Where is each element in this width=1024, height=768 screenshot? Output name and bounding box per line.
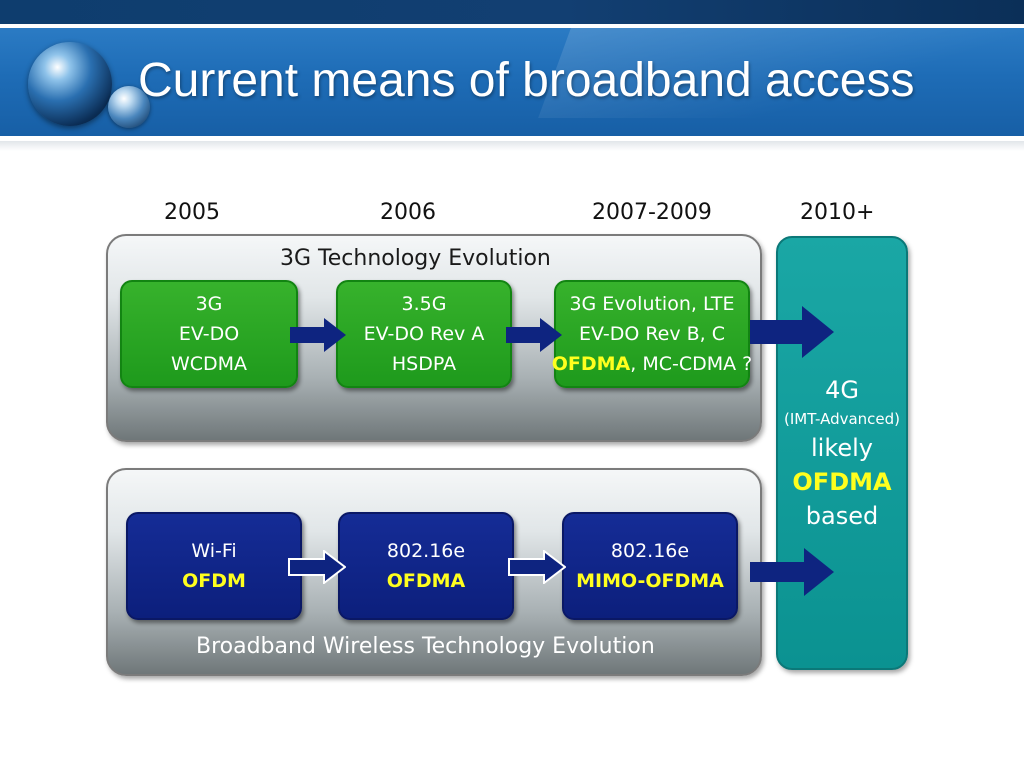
box-lte-line-ofdma: OFDMA, MC-CDMA ?: [552, 349, 753, 379]
box-lte-line: EV-DO Rev B, C: [578, 323, 726, 345]
year-label-2005: 2005: [164, 200, 220, 225]
box-802-16e-line: 802.16e: [610, 540, 690, 562]
box-802-16e-line: 802.16e: [386, 540, 466, 562]
arrow-right-icon: [288, 550, 346, 584]
mimo-ofdma-highlight: MIMO-OFDMA: [576, 570, 724, 592]
year-label-2010: 2010+: [800, 200, 875, 225]
globe-logo-icon: [28, 42, 112, 126]
evolution-diagram: 2005 2006 2007-2009 2010+ 3G Technology …: [100, 190, 920, 690]
box-4g-line: 4G: [825, 376, 859, 404]
box-3g-line: WCDMA: [170, 353, 248, 375]
box-3g-line: EV-DO: [178, 323, 240, 345]
box-3-5g-line: 3.5G: [401, 293, 447, 315]
panel-3g-title: 3G Technology Evolution: [280, 246, 551, 271]
small-globe-icon: [108, 86, 150, 128]
box-4g-line: likely: [810, 434, 873, 462]
ofdm-highlight: OFDM: [182, 570, 246, 592]
top-divider: [0, 24, 1024, 28]
box-wifi-ofdm: Wi-Fi OFDM: [126, 512, 302, 620]
slide-title: Current means of broadband access: [138, 54, 915, 107]
arrow-right-icon: [750, 306, 834, 358]
banner-shadow: [0, 141, 1024, 151]
box-4g-line: (IMT-Advanced): [783, 410, 901, 428]
box-3-5g-hsdpa: 3.5G EV-DO Rev A HSDPA: [336, 280, 512, 388]
arrow-right-icon: [506, 318, 562, 352]
title-banner: [0, 28, 1024, 136]
ofdma-highlight: OFDMA: [551, 353, 631, 375]
box-4g-line: based: [805, 502, 879, 530]
box-3g-line: 3G: [195, 293, 223, 315]
box-802-16e-mimo: 802.16e MIMO-OFDMA: [562, 512, 738, 620]
box-3g-evolution-lte: 3G Evolution, LTE EV-DO Rev B, C OFDMA, …: [552, 280, 753, 388]
year-label-2007-2009: 2007-2009: [592, 200, 712, 225]
ofdma-highlight: OFDMA: [386, 570, 466, 592]
box-3-5g-line: EV-DO Rev A: [363, 323, 485, 345]
box-wifi-line: Wi-Fi: [191, 540, 237, 562]
box-4g-imt-advanced: 4G (IMT-Advanced) likely OFDMA based: [776, 236, 908, 670]
box-lte-line: 3G Evolution, LTE: [569, 293, 735, 315]
box-3g-wcdma: 3G EV-DO WCDMA: [120, 280, 298, 388]
arrow-right-icon: [290, 318, 346, 352]
arrow-right-icon: [750, 548, 834, 596]
arrow-right-icon: [508, 550, 566, 584]
box-3-5g-line: HSDPA: [391, 353, 457, 375]
mc-cdma-text: , MC-CDMA ?: [630, 353, 753, 375]
year-label-2006: 2006: [380, 200, 436, 225]
top-bar: [0, 0, 1024, 24]
banner-divider: [0, 136, 1024, 141]
ofdma-highlight: OFDMA: [792, 468, 892, 496]
panel-bw-title: Broadband Wireless Technology Evolution: [196, 634, 655, 659]
box-802-16e-ofdma: 802.16e OFDMA: [338, 512, 514, 620]
